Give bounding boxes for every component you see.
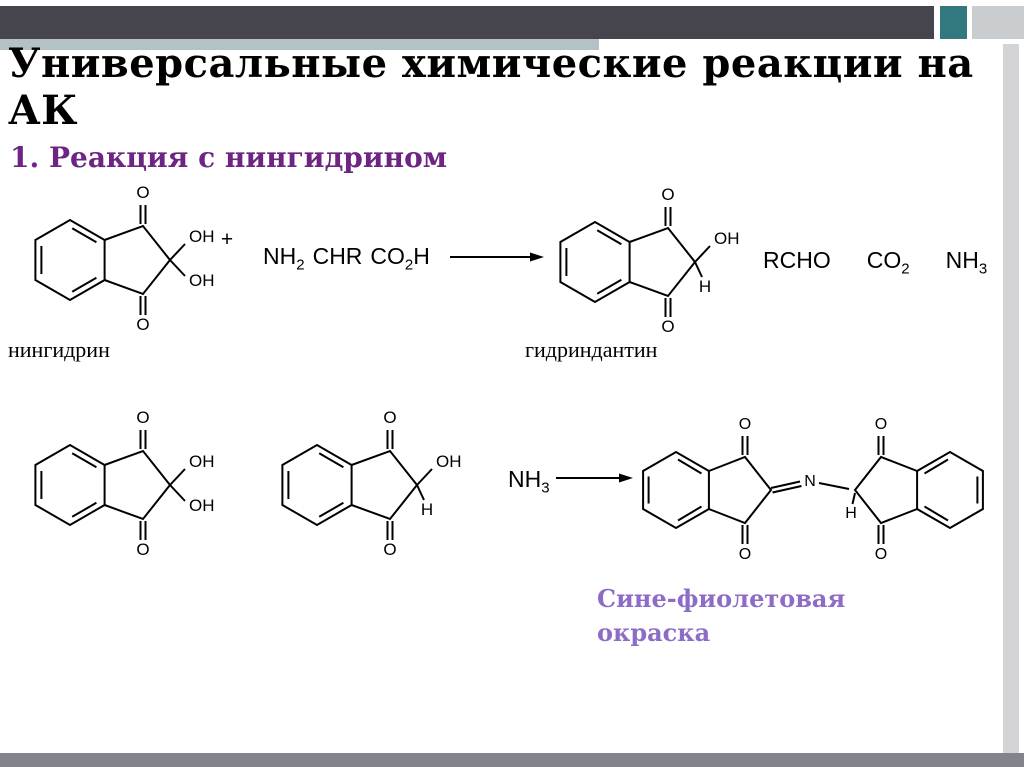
ninhydrin-structure-2: O O OH OH [34,408,215,559]
ninhydrin-structure-1: O O OH OH + [34,183,233,334]
plus-sign: + [221,228,233,251]
atom-label-o: O [136,183,149,202]
color-note: Сине-фиолетовая окраска [597,582,845,649]
carbonyl-bottom: O [661,298,675,336]
left-cyclopentanone-ring [708,455,773,525]
header-bar [0,6,934,39]
cyclopentanone-ring [104,449,172,521]
atom-label-o: O [661,185,674,204]
formula-part: CO [866,247,902,273]
formula-part: RCHO [763,247,831,273]
atom-label-oh: OH [189,227,215,246]
atom-label-h: H [421,500,433,519]
left-carbonyl-bottom: O [739,525,751,563]
title-line2: АК [8,87,78,135]
atom-label-o: O [136,540,149,559]
note-line1: Сине-фиолетовая [597,584,846,613]
hydroxyl-top: OH [694,229,740,263]
carbonyl-top: O [136,408,150,449]
right-cyclopentanone-ring [853,455,918,525]
formula-part: NH [945,247,979,273]
imine-bond: N [770,473,850,494]
right-side-bar [1003,44,1019,753]
hydroxyl-bottom: OH [169,484,215,515]
reduced-ninhydrin-structure: O O OH H [281,408,462,559]
atom-label-o: O [661,317,674,336]
formula-part: CO [370,243,405,269]
ammonia-formula: NH3 [508,466,550,497]
atom-label-o: O [875,546,887,563]
formula-sub: 3 [978,260,988,278]
formula-part: H [413,243,430,269]
cyclopentanone-ring [104,224,172,296]
right-benzene-ring [916,450,984,530]
title-line1: Универсальные химические реакции на [8,40,974,87]
atom-label-o: O [383,540,396,559]
formula-sub: 2 [901,260,910,278]
slide-subtitle: 1. Реакция с нингидрином [10,141,448,174]
reaction-arrow-2 [556,473,633,483]
atom-label-oh: OH [189,496,215,515]
atom-label-oh: OH [714,229,740,248]
formula-sub: 3 [541,479,550,497]
left-carbonyl-top: O [739,416,751,455]
atom-label-n: N [804,473,816,490]
carbonyl-top: O [383,408,397,449]
ruhemann-purple-structure: O O N H O O [642,416,984,563]
bottom-bar [0,753,1024,767]
cyclopentanone-ring [351,449,419,521]
hydroxyl-top: OH [169,452,215,486]
left-benzene-ring [642,450,710,530]
atom-label-oh: OH [189,271,215,290]
reaction-arrow-1 [450,252,544,262]
benzene-ring [34,443,106,527]
byproducts-formula: RCHO CO2 NH3 [763,247,987,278]
atom-label-o: O [875,416,887,433]
formula-sub: 2 [404,256,414,274]
formula-part: NH [263,243,297,269]
atom-label-o: O [739,416,751,433]
formula-part: NH [508,466,542,492]
benzene-ring [281,443,353,527]
right-hydrogen: H [845,492,857,522]
cyclopentanone-ring [629,226,697,298]
atom-label-o: O [739,546,751,563]
benzene-ring [34,218,106,302]
carbonyl-bottom: O [383,521,397,559]
benzene-ring [559,220,631,304]
hydrindantin-structure: O O OH H [559,185,740,336]
atom-label-o: O [383,408,396,427]
hydrogen-bottom: H [416,484,433,519]
atom-label-h: H [845,505,857,522]
carbonyl-bottom: O [136,521,150,559]
header-teal-square [940,6,967,39]
carbonyl-top: O [661,185,675,226]
carbonyl-bottom: O [136,296,150,334]
label-ninhydrin: нингидрин [8,337,110,362]
atom-label-o: O [136,315,149,334]
atom-label-oh: OH [189,452,215,471]
note-line2: окраска [597,617,711,647]
label-hydrindantin: гидриндантин [525,337,658,362]
hydroxyl-bottom: OH [169,259,215,290]
formula-part: CHR [312,243,363,269]
hydroxyl-top: OH [169,227,215,261]
header-light-square [972,6,1024,39]
atom-label-h: H [699,277,711,296]
carbonyl-top: O [136,183,150,224]
right-carbonyl-top: O [875,416,887,455]
formula-sub: 2 [296,256,305,274]
right-carbonyl-bottom: O [875,525,887,563]
atom-label-oh: OH [436,452,462,471]
atom-label-o: O [136,408,149,427]
hydroxyl-top: OH [416,452,462,486]
hydrogen-bottom: H [694,261,711,296]
header-substrip [0,39,599,50]
